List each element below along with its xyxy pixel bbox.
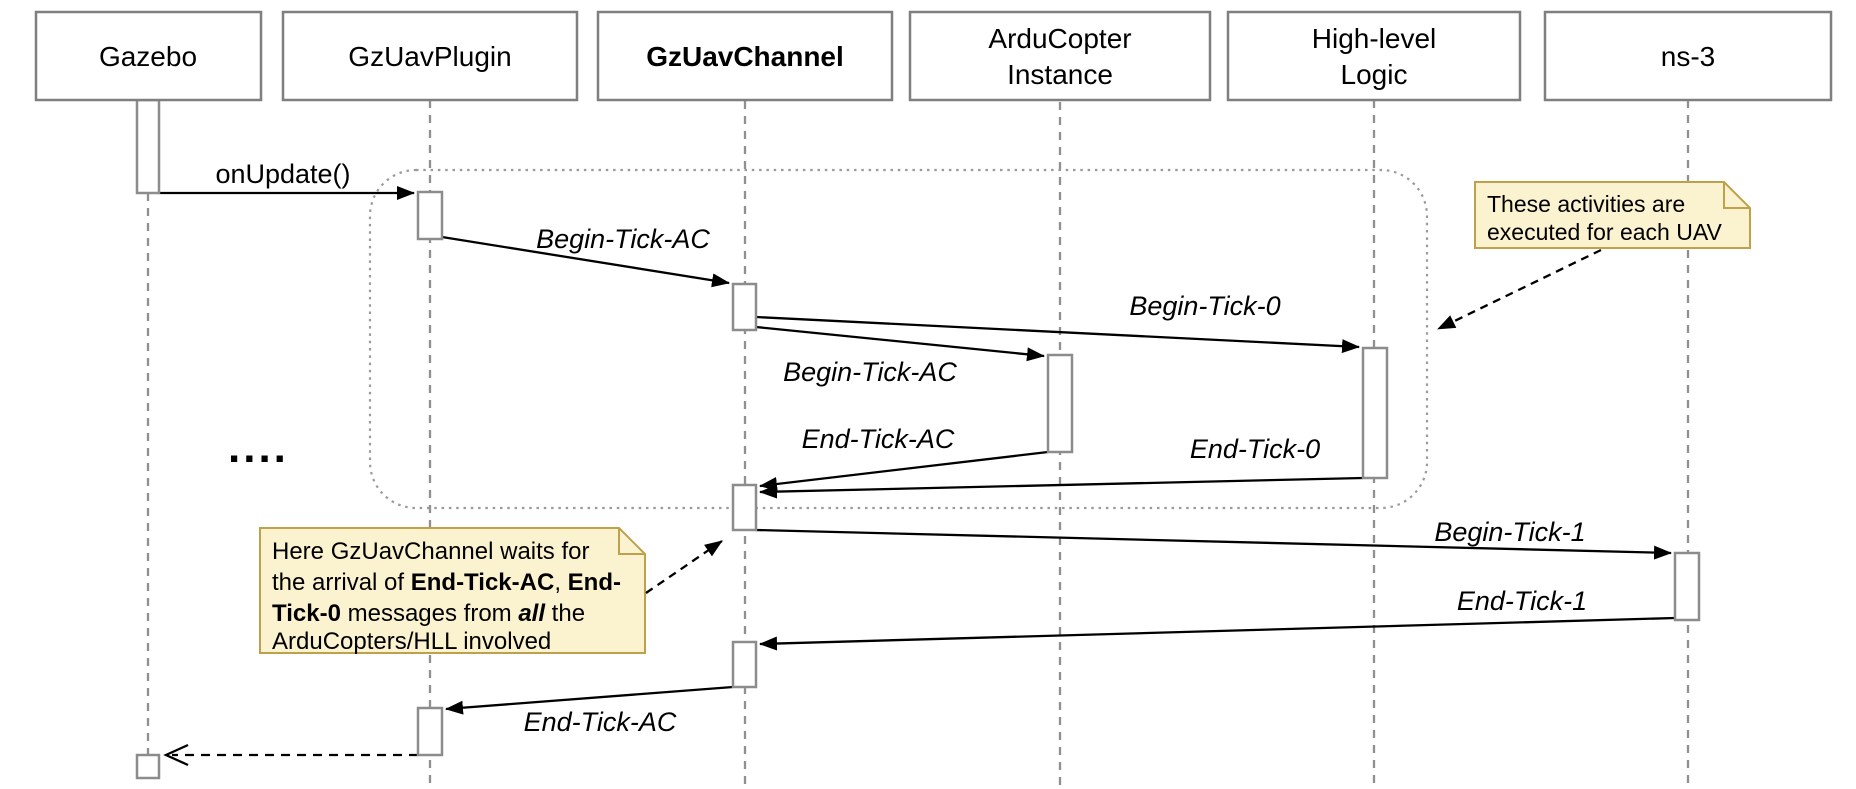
participant-label-highlevel-line2: Logic: [1341, 59, 1408, 90]
message-arrow-begin-tick-ac-2: [755, 325, 1045, 362]
note-wait: [259, 527, 646, 654]
activation-gzuavplugin-2: [416, 706, 444, 757]
message-label-end-tick-1: End-Tick-1: [1457, 586, 1587, 616]
participant-box-gazebo: [34, 10, 263, 102]
participant-label-gazebo: Gazebo: [99, 41, 197, 72]
message-arrow-begin-tick-1: [755, 528, 1672, 560]
participant-label-arducopter-line2: Instance: [1007, 59, 1113, 90]
activation-gzuavchannel-1: [731, 282, 758, 332]
continuation-ellipsis: ....: [228, 423, 289, 472]
note-wait-line1: Here GzUavChannel waits for: [272, 538, 589, 565]
activation-gazebo-bottom: [135, 753, 161, 780]
message-label-begin-tick-1: Begin-Tick-1: [1434, 517, 1585, 547]
note-fold-icon: [1723, 182, 1750, 209]
message-label-end-tick-ac-mid: End-Tick-AC: [802, 424, 955, 454]
participant-box-highlevel-logic: [1226, 10, 1522, 102]
activation-arducopter: [1046, 353, 1074, 454]
message-label-begin-tick-ac-1: Begin-Tick-AC: [536, 224, 710, 254]
participant-box-gzuavplugin: [281, 10, 579, 102]
message-label-begin-tick-ac-2: Begin-Tick-AC: [783, 357, 957, 387]
activation-gzuavchannel-3: [731, 640, 758, 689]
note-wait-line4: ArduCopters/HLL involved: [272, 628, 551, 655]
message-arrow-begin-tick-ac-1: [441, 235, 730, 288]
note-each-uav: [1474, 181, 1751, 249]
open-arrowhead-icon: [163, 743, 189, 767]
participant-label-gzuavplugin: GzUavPlugin: [348, 41, 511, 72]
message-label-begin-tick-0: Begin-Tick-0: [1129, 291, 1280, 321]
participant-label-ns3: ns-3: [1661, 41, 1715, 72]
participant-box-ns3: [1543, 10, 1833, 102]
note-arrow-each-uav: [1437, 248, 1602, 331]
message-label-onupdate: onUpdate(): [215, 159, 350, 189]
activation-highlevel-logic: [1361, 346, 1389, 480]
note-fold-icon-2: [618, 528, 645, 555]
participant-label-arducopter-line1: ArduCopter: [988, 23, 1131, 54]
participant-box-gzuavchannel: [596, 10, 894, 102]
message-arrow-end-tick-0: [759, 476, 1364, 499]
note-wait-line3: Tick-0 messages from all the: [272, 600, 585, 627]
message-label-end-tick-0: End-Tick-0: [1190, 434, 1320, 464]
message-arrow-end-tick-ac-mid: [759, 450, 1049, 491]
note-wait-line2: the arrival of End-Tick-AC, End-: [272, 569, 621, 596]
note-arrow-wait: [645, 540, 723, 594]
activation-gzuavchannel-2: [731, 483, 758, 532]
activation-gzuavplugin-1: [416, 190, 444, 241]
participant-label-highlevel-line1: High-level: [1312, 23, 1437, 54]
participant-label-gzuavchannel: GzUavChannel: [646, 41, 844, 72]
activation-gazebo-top: [135, 98, 161, 195]
message-arrow-begin-tick-0: [755, 315, 1360, 354]
note-each-uav-line1: These activities are: [1487, 191, 1685, 217]
loop-region-border: [368, 168, 1429, 510]
participant-box-arducopter: [908, 10, 1212, 102]
message-label-end-tick-ac-bottom: End-Tick-AC: [524, 707, 677, 737]
activation-ns3: [1673, 551, 1701, 622]
message-arrow-end-tick-1: [759, 616, 1676, 651]
note-each-uav-line2: executed for each UAV: [1487, 219, 1722, 245]
message-arrow-end-tick-ac-bottom: [445, 685, 734, 715]
